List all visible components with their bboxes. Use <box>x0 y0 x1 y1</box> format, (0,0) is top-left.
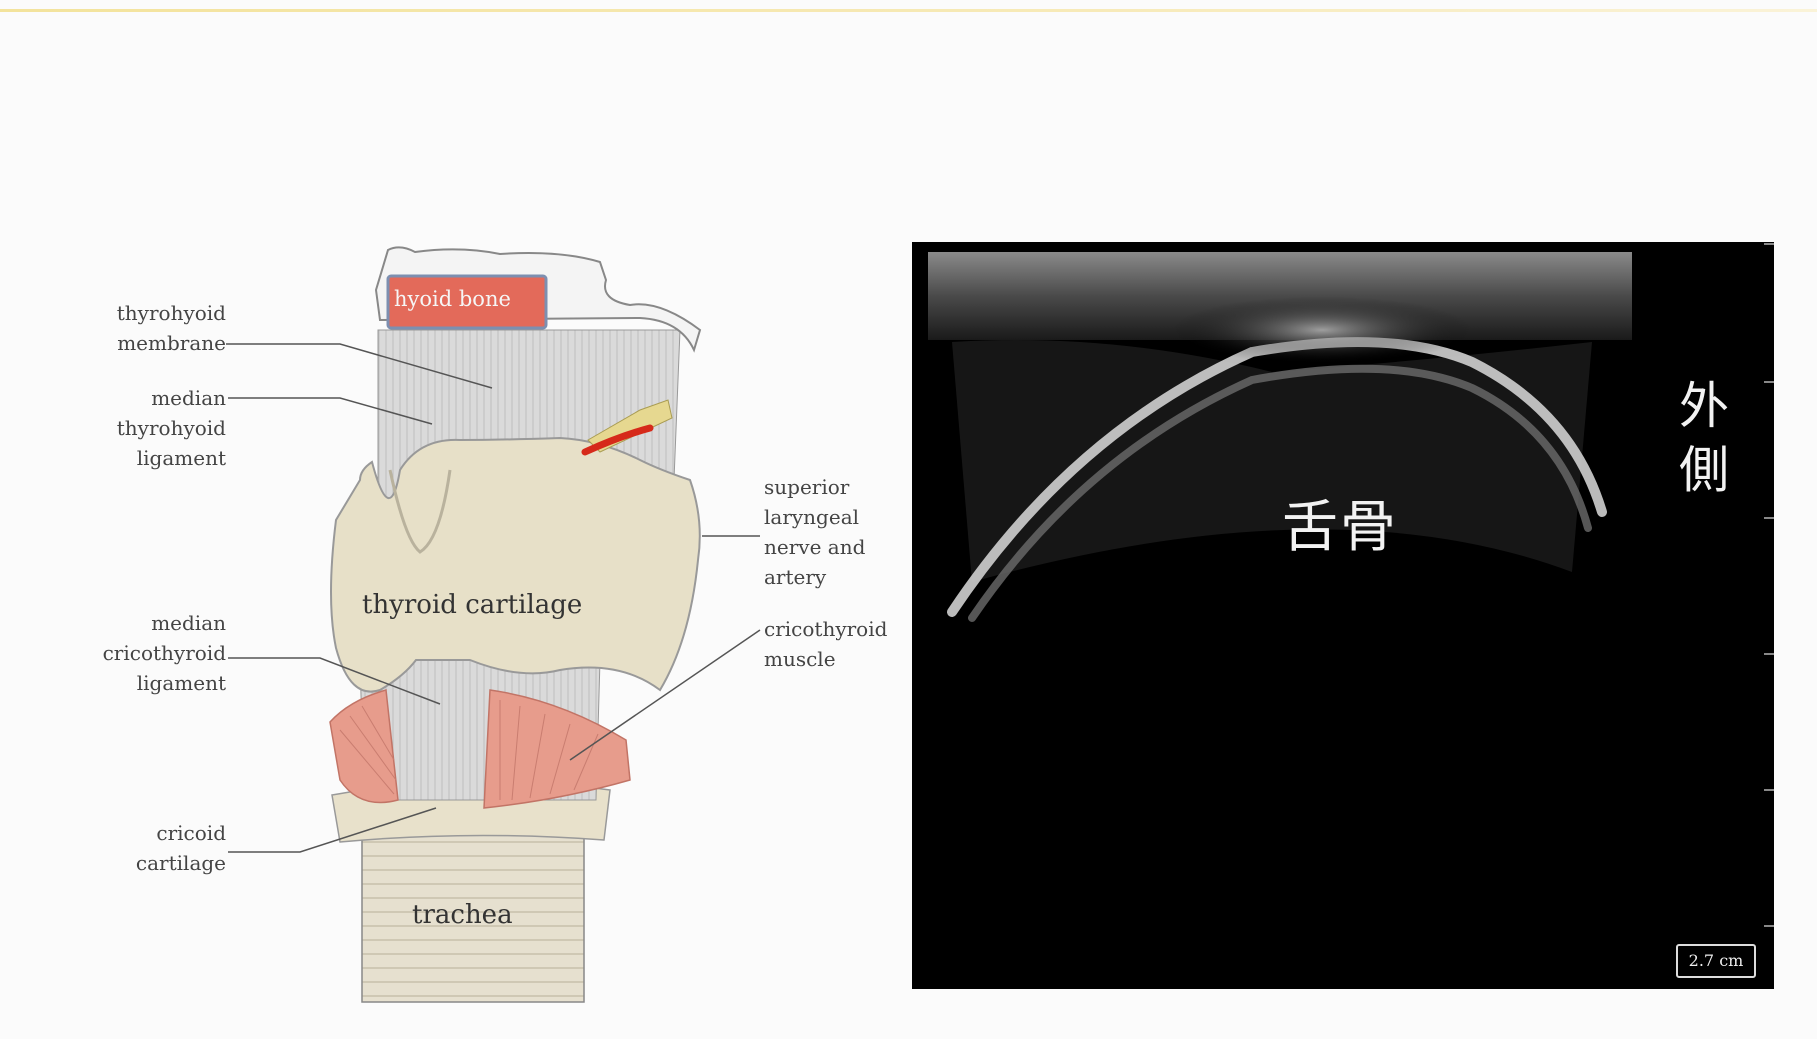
thyrohyoid-membrane-label: thyrohyoid membrane <box>56 298 226 358</box>
hyoid-bone-label: hyoid bone <box>394 284 554 314</box>
median-thyrohyoid-ligament-label: median thyrohyoid ligament <box>56 383 226 473</box>
hyoid-us-label: 舌骨 <box>1282 482 1398 563</box>
ultrasound-texture <box>912 242 1774 989</box>
trachea-label: trachea <box>412 900 552 930</box>
cricoid-cartilage-label: cricoid cartilage <box>56 818 226 878</box>
ultrasound-image: 舌骨 外 側 2.7 cm <box>912 242 1774 989</box>
cricothyroid-muscle-left <box>330 690 398 803</box>
thyroid-cartilage-label: thyroid cartilage <box>362 590 602 620</box>
lateral-side-label: 外 側 <box>1674 374 1734 502</box>
cricothyroid-muscle-label: cricothyroid muscle <box>764 614 904 674</box>
depth-scale-badge: 2.7 cm <box>1676 944 1756 978</box>
median-cricothyroid-ligament-label: median cricothyroid ligament <box>56 608 226 698</box>
superior-laryngeal-label: superior laryngeal nerve and artery <box>764 472 894 592</box>
